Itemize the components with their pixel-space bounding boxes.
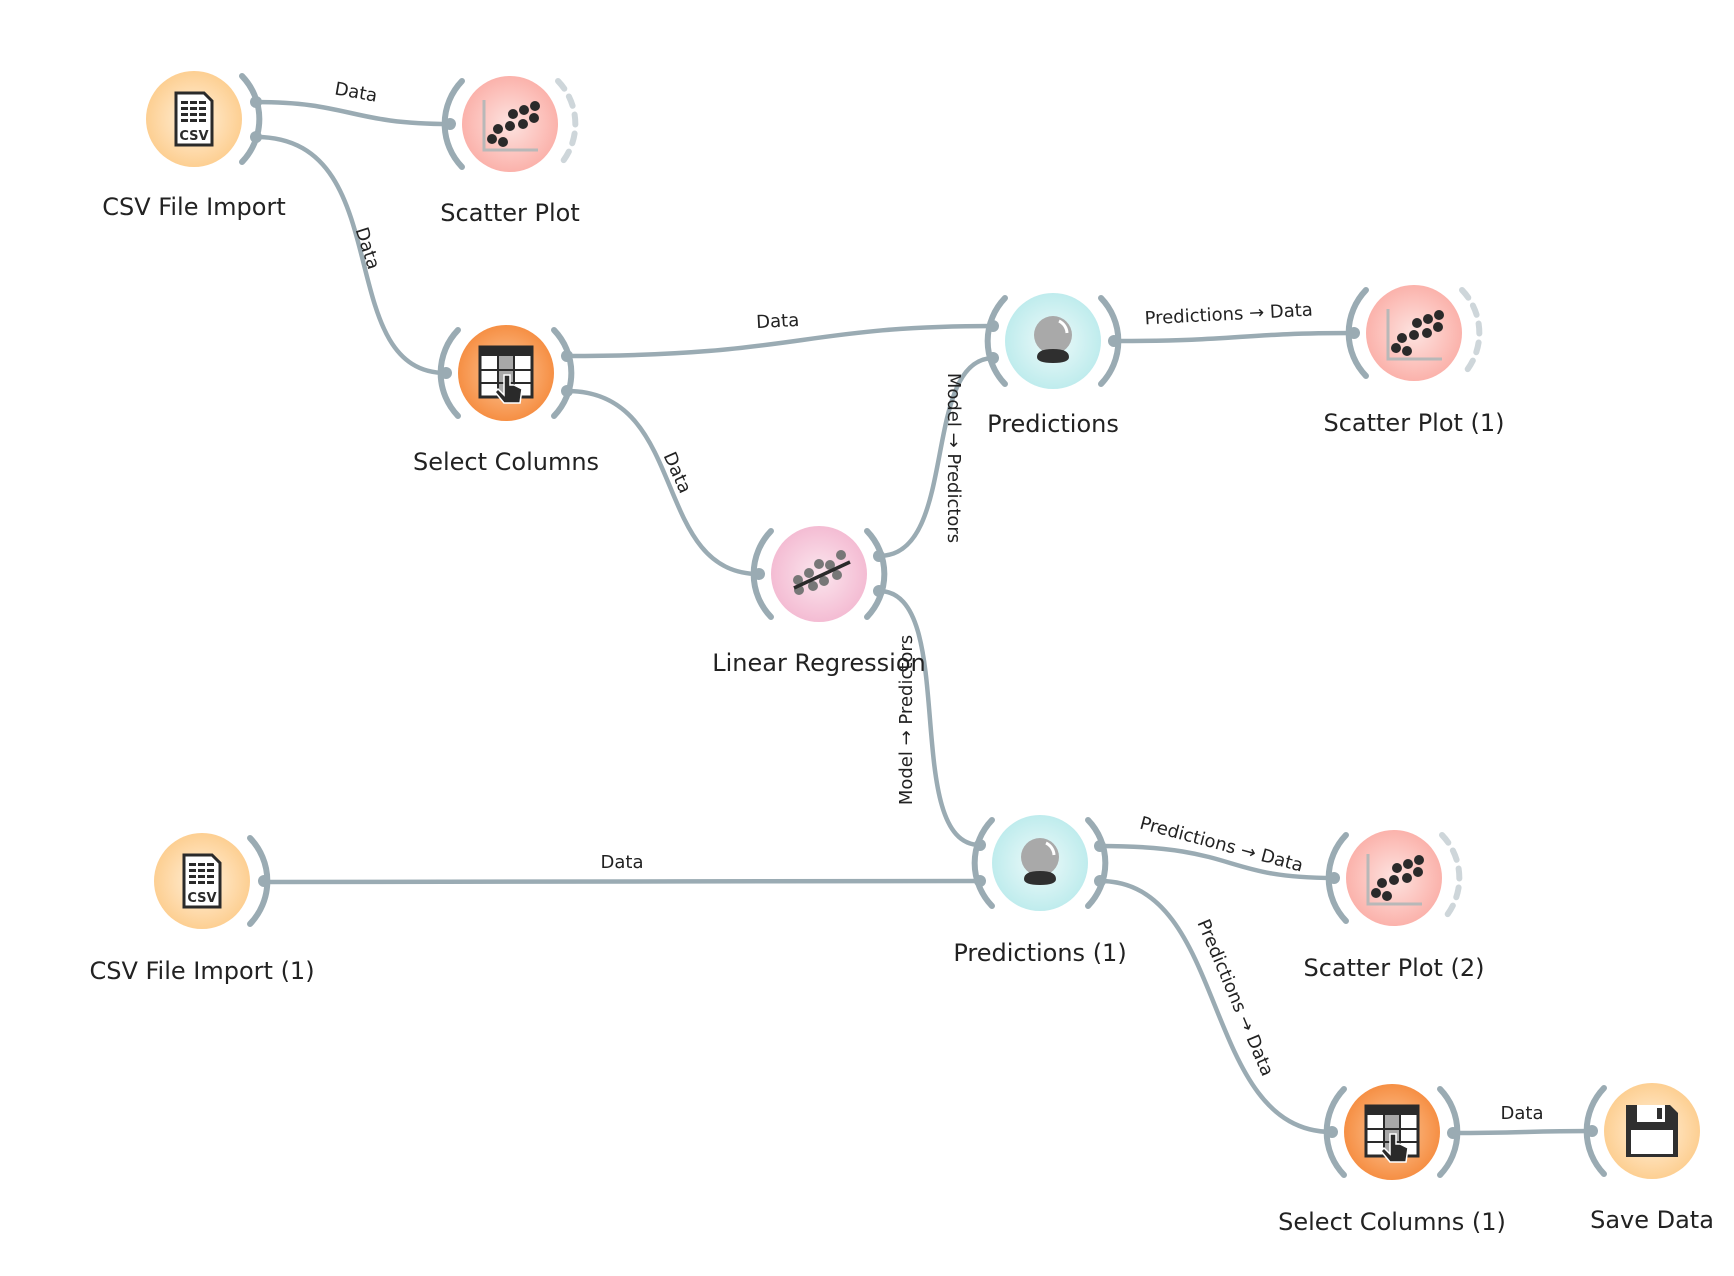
link-linear-regression-to-predictions-1[interactable]: Model → Predictors	[878, 588, 981, 848]
link-label: Predictions → Data	[1137, 813, 1305, 877]
input-port[interactable]	[974, 875, 986, 887]
scatter-plot-icon	[482, 100, 540, 152]
crystal-ball-icon	[1034, 316, 1072, 363]
node-label: Scatter Plot (2)	[1303, 954, 1484, 982]
output-anchor[interactable]	[551, 327, 575, 419]
link-predictions-1-to-select-columns-1[interactable]: Predictions → Data	[1099, 878, 1333, 1135]
input-port[interactable]	[753, 568, 765, 580]
output-port[interactable]	[258, 875, 270, 887]
link-linear-regression-to-predictions[interactable]: Model → Predictors	[878, 355, 995, 559]
output-port[interactable]	[1094, 840, 1106, 852]
svg-text:CSV: CSV	[179, 129, 208, 144]
link-predictions-to-scatter-plot-1[interactable]: Predictions → Data	[1118, 300, 1355, 344]
output-port[interactable]	[873, 585, 885, 597]
link-csv-to-select-columns[interactable]: Data	[255, 134, 447, 376]
link-select-columns-to-linear-regression[interactable]: Data	[566, 388, 760, 577]
output-port[interactable]	[1447, 1127, 1459, 1139]
input-port[interactable]	[1326, 1126, 1338, 1138]
pointer-hand-icon	[493, 374, 523, 404]
node-label: Predictions	[987, 410, 1119, 438]
node-label: Scatter Plot (1)	[1323, 409, 1504, 437]
input-anchor[interactable]	[984, 295, 1008, 387]
input-port[interactable]	[987, 320, 999, 332]
output-anchor[interactable]	[864, 528, 888, 620]
node-csv-file-import-1[interactable]: CSV CSV File Import (1)	[89, 833, 315, 985]
output-anchor[interactable]	[555, 78, 579, 170]
link-select-columns-1-to-save-data[interactable]: Data	[1452, 1103, 1593, 1136]
crystal-ball-icon	[1021, 838, 1059, 885]
output-port[interactable]	[250, 131, 262, 143]
output-port[interactable]	[561, 385, 573, 397]
node-scatter-plot[interactable]: Scatter Plot	[440, 76, 580, 227]
node-label: Select Columns	[413, 448, 599, 476]
link-label: Model → Predictors	[896, 635, 917, 805]
link-predictions-1-to-scatter-plot-2[interactable]: Predictions → Data	[1099, 813, 1335, 881]
node-label: Scatter Plot	[440, 199, 579, 227]
pointer-hand-icon	[1379, 1133, 1409, 1163]
linear-regression-icon	[793, 550, 851, 595]
node-label: Predictions (1)	[953, 939, 1126, 967]
scatter-plot-icon	[1386, 309, 1444, 361]
node-predictions[interactable]: Predictions	[984, 293, 1122, 438]
input-port[interactable]	[444, 118, 456, 130]
output-anchor[interactable]	[239, 73, 263, 165]
link-label: Data	[351, 225, 384, 272]
node-scatter-plot-1[interactable]: Scatter Plot (1)	[1323, 285, 1505, 437]
output-anchor[interactable]	[1439, 832, 1463, 924]
input-port[interactable]	[440, 367, 452, 379]
node-circle	[771, 526, 867, 622]
floppy-disk-icon	[1626, 1105, 1678, 1157]
node-select-columns[interactable]: Select Columns	[413, 325, 599, 476]
scatter-plot-icon	[1366, 854, 1424, 906]
csv-file-icon: CSV	[174, 91, 214, 147]
output-port[interactable]	[873, 550, 885, 562]
csv-file-icon: CSV	[182, 853, 222, 909]
node-label: Save Data	[1590, 1206, 1714, 1234]
link-label: Data	[1501, 1103, 1544, 1124]
link-label: Model → Predictors	[943, 373, 964, 543]
output-port[interactable]	[250, 96, 262, 108]
output-port[interactable]	[561, 350, 573, 362]
output-port[interactable]	[1108, 335, 1120, 347]
svg-text:CSV: CSV	[187, 891, 216, 906]
link-label: Data	[756, 310, 800, 333]
output-anchor[interactable]	[1459, 287, 1483, 379]
output-port[interactable]	[1094, 875, 1106, 887]
node-label: CSV File Import	[102, 193, 285, 221]
link-label: Data	[333, 79, 379, 107]
input-port[interactable]	[1348, 327, 1360, 339]
input-port[interactable]	[974, 839, 986, 851]
node-save-data[interactable]: Save Data	[1583, 1083, 1714, 1234]
output-anchor[interactable]	[1085, 817, 1109, 909]
node-linear-regression[interactable]: Linear Regression	[712, 526, 926, 677]
node-select-columns-1[interactable]: Select Columns (1)	[1278, 1084, 1506, 1236]
link-csv-to-scatter[interactable]: Data	[255, 79, 451, 127]
node-csv-file-import[interactable]: CSV CSV File Import	[102, 71, 286, 221]
select-columns-icon	[1364, 1104, 1420, 1163]
link-csv-1-to-predictions-1[interactable]: Data	[263, 852, 981, 885]
node-predictions-1[interactable]: Predictions (1)	[953, 815, 1127, 967]
node-label: Select Columns (1)	[1278, 1208, 1506, 1236]
input-anchor[interactable]	[971, 817, 995, 909]
select-columns-icon	[478, 345, 534, 404]
input-port[interactable]	[1328, 872, 1340, 884]
node-scatter-plot-2[interactable]: Scatter Plot (2)	[1303, 830, 1485, 982]
input-port[interactable]	[987, 352, 999, 364]
node-label: CSV File Import (1)	[89, 957, 314, 985]
node-label: Linear Regression	[712, 649, 926, 677]
link-label: Predictions → Data	[1144, 300, 1313, 330]
link-select-columns-to-predictions[interactable]: Data	[566, 310, 995, 359]
input-port[interactable]	[1586, 1125, 1598, 1137]
link-label: Data	[601, 852, 644, 873]
